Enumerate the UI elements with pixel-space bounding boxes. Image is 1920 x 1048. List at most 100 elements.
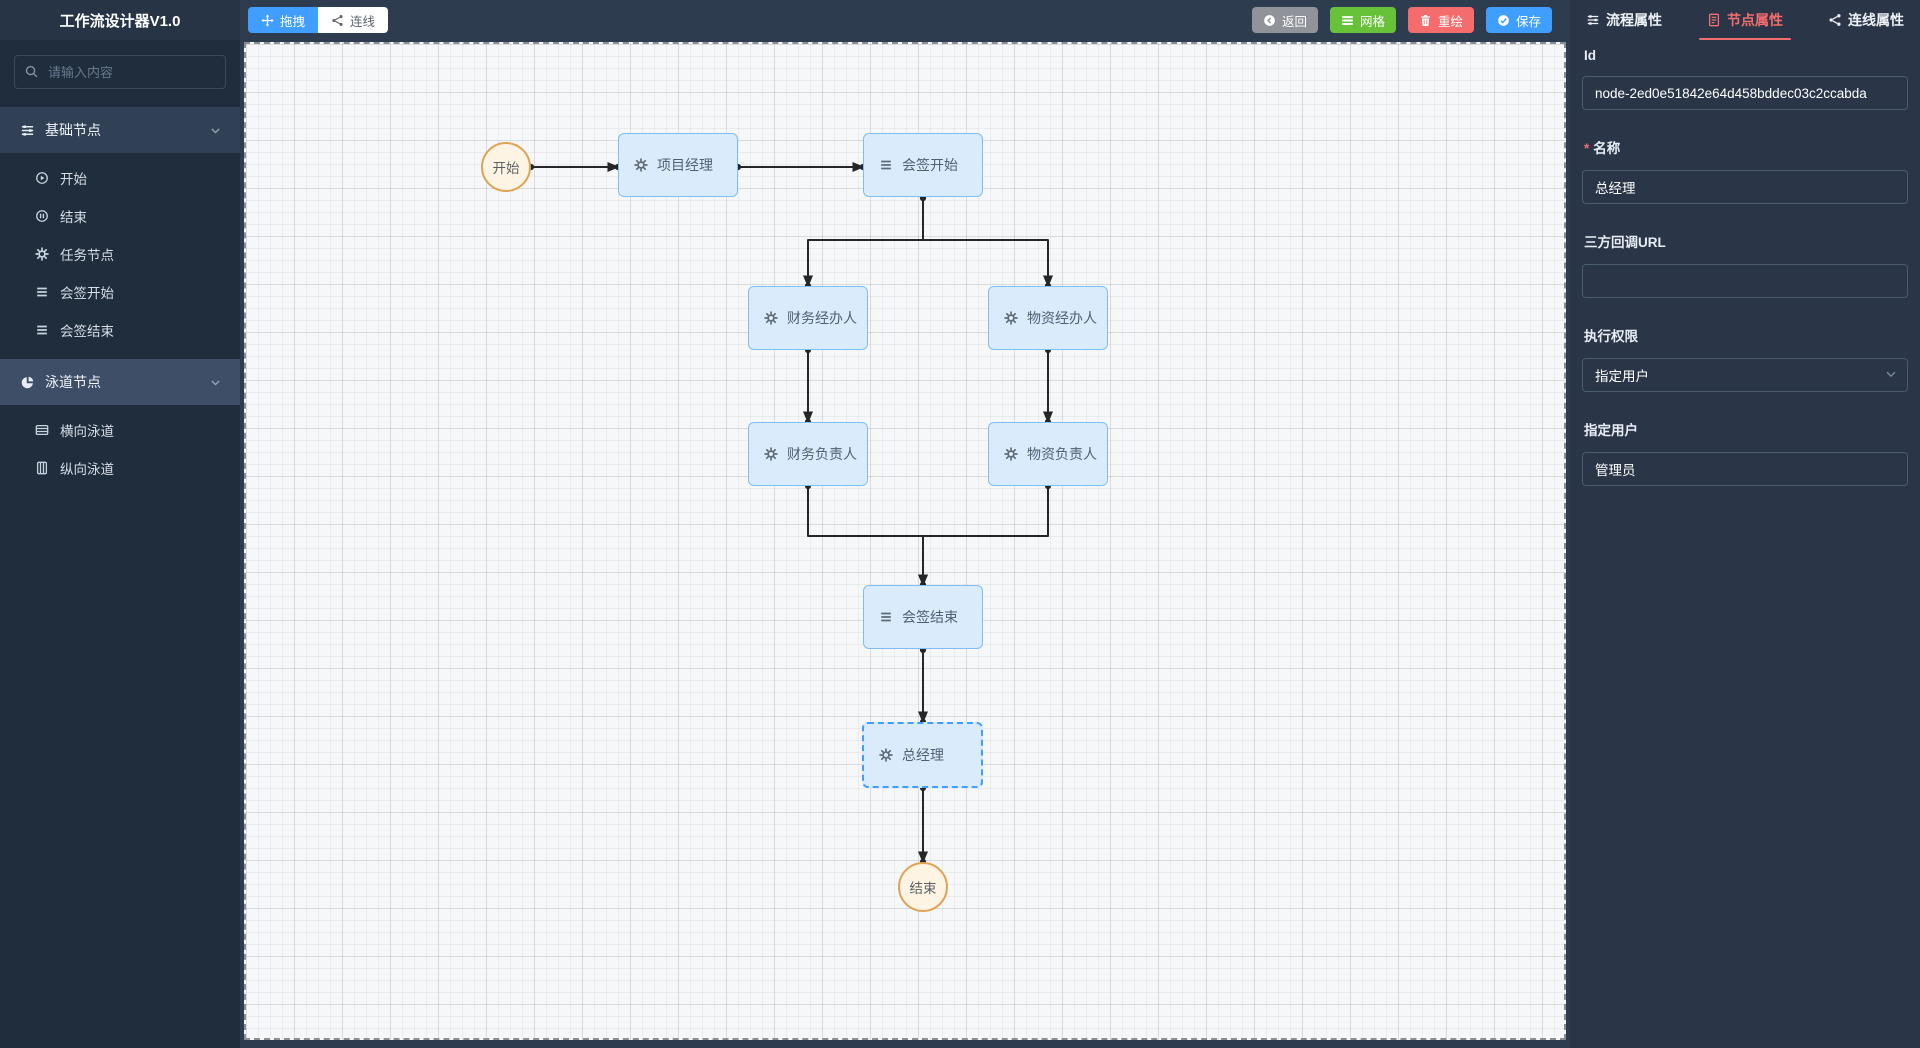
tab-label: 流程属性 <box>1606 12 1662 28</box>
sliders-icon <box>1586 13 1600 27</box>
lines-icon <box>35 323 49 337</box>
share-icon <box>331 14 344 27</box>
field-permission-input-wrap <box>1582 358 1908 392</box>
sidebar-item-sign-start[interactable]: 会签开始 <box>0 273 240 311</box>
field-name: *名称 <box>1582 137 1908 204</box>
flow-canvas[interactable]: 开始 项目经理 会签开始财务经办人 物资经办人财务负责人 物资负责人会签结束总经理结束 <box>244 42 1566 1040</box>
mode-button-label: 拖拽 <box>280 14 306 29</box>
save-button[interactable]: 保存 <box>1485 7 1552 33</box>
sidebar-item-label: 开始 <box>60 172 87 187</box>
sidebar-group-lane[interactable]: 泳道节点 <box>0 359 240 405</box>
field-id: Id <box>1582 48 1908 110</box>
sidebar-item-label: 横向泳道 <box>60 424 114 439</box>
mode-button-group: 拖拽 连线 <box>248 7 389 33</box>
gear-icon <box>634 158 648 172</box>
tab-line-properties[interactable]: 连线属性 <box>1828 0 1904 40</box>
chevron-down-icon <box>209 376 222 389</box>
flow-node-label: 物资负责人 <box>1027 446 1097 462</box>
field-assigned-user: 指定用户 <box>1582 419 1908 486</box>
drag-mode-button[interactable]: 拖拽 <box>248 7 319 33</box>
sidebar-item-label: 纵向泳道 <box>60 462 114 477</box>
grid-button[interactable]: 网格 <box>1329 7 1396 33</box>
move-icon <box>261 13 274 27</box>
field-permission: 执行权限 <box>1582 325 1908 392</box>
flow-edge[interactable] <box>922 198 1053 288</box>
field-callback-url-input[interactable] <box>1582 264 1908 298</box>
sidebar-item-sign-end[interactable]: 会签结束 <box>0 311 240 349</box>
flow-edge[interactable] <box>803 198 924 288</box>
flow-node-finance-handler[interactable]: 财务经办人 <box>748 286 868 350</box>
field-assigned-user-input-wrap <box>1582 452 1908 486</box>
action-button-group: 返回 网格 重绘 保存 <box>1251 7 1552 33</box>
main-area: 拖拽 连线 返回 网格 重绘 保存 开始 项目经理 会签开始财务经办人 物资经办人财务负责人 物… <box>240 0 1570 1048</box>
field-permission-select[interactable] <box>1582 358 1908 392</box>
flow-node-label: 财务负责人 <box>787 446 857 462</box>
pie-icon <box>20 375 35 390</box>
field-id-label: Id <box>1584 48 1596 63</box>
field-id-input[interactable] <box>1582 76 1908 110</box>
flow-edge[interactable] <box>918 486 1049 587</box>
flow-node-general-manager[interactable]: 总经理 <box>862 722 983 788</box>
search-input[interactable] <box>14 55 226 89</box>
sidebar-menu: 基础节点开始结束任务节点会签开始会签结束泳道节点横向泳道纵向泳道 <box>0 107 240 497</box>
action-button-label: 返回 <box>1281 14 1307 29</box>
tab-process-properties[interactable]: 流程属性 <box>1586 0 1662 40</box>
app-title: 工作流设计器V1.0 <box>0 0 240 40</box>
flow-edge[interactable] <box>807 486 928 587</box>
sidebar-group-label: 泳道节点 <box>45 374 101 390</box>
lines-icon <box>879 610 893 624</box>
action-button-label: 重绘 <box>1437 14 1463 29</box>
gear-icon <box>1004 311 1018 325</box>
field-assigned-user-input[interactable] <box>1582 452 1908 486</box>
sidebar-group-label: 基础节点 <box>45 122 101 138</box>
field-name-input[interactable] <box>1582 170 1908 204</box>
flow-node-project-manager[interactable]: 项目经理 <box>618 133 738 197</box>
action-button-label: 网格 <box>1359 14 1385 29</box>
sidebar-item-task[interactable]: 任务节点 <box>0 235 240 273</box>
flow-node-sign-end[interactable]: 会签结束 <box>863 585 983 649</box>
back-circle-icon <box>1263 14 1276 27</box>
sidebar-item-label: 会签结束 <box>60 324 114 339</box>
pause-circle-icon <box>35 209 49 223</box>
vlane-icon <box>35 461 49 475</box>
sidebar-item-end[interactable]: 结束 <box>0 197 240 235</box>
redraw-button[interactable]: 重绘 <box>1407 7 1474 33</box>
line-mode-button[interactable]: 连线 <box>318 7 389 33</box>
sidebar-search <box>14 55 226 89</box>
field-callback-url: 三方回调URL <box>1582 231 1908 298</box>
flow-node-sign-start[interactable]: 会签开始 <box>863 133 983 197</box>
flow-node-material-owner[interactable]: 物资负责人 <box>988 422 1108 486</box>
flow-node-label: 财务经办人 <box>787 310 857 326</box>
toolbar: 拖拽 连线 返回 网格 重绘 保存 <box>240 0 1570 40</box>
lines-icon <box>35 285 49 299</box>
gear-icon <box>764 447 778 461</box>
flow-node-start[interactable]: 开始 <box>481 142 531 192</box>
sidebar-item-h-lane[interactable]: 横向泳道 <box>0 411 240 449</box>
panel-tabs: 流程属性 节点属性连线属性 <box>1570 0 1920 40</box>
play-circle-icon <box>35 171 49 185</box>
flow-node-label: 开始 <box>492 161 520 176</box>
sidebar-item-label: 会签开始 <box>60 286 114 301</box>
flow-node-end[interactable]: 结束 <box>898 862 948 912</box>
sidebar-item-start[interactable]: 开始 <box>0 159 240 197</box>
field-callback-url-label: 三方回调URL <box>1584 235 1666 250</box>
mode-button-label: 连线 <box>350 14 376 29</box>
gear-icon <box>879 748 893 762</box>
flow-node-label: 会签开始 <box>902 157 958 173</box>
sidebar-group-basic[interactable]: 基础节点 <box>0 107 240 153</box>
flow-node-finance-owner[interactable]: 财务负责人 <box>748 422 868 486</box>
flow-node-material-handler[interactable]: 物资经办人 <box>988 286 1108 350</box>
lines-icon <box>879 158 893 172</box>
grid-icon <box>1341 14 1354 27</box>
field-name-label: *名称 <box>1584 141 1621 156</box>
required-asterisk: * <box>1584 141 1590 156</box>
tab-node-properties[interactable]: 节点属性 <box>1699 0 1791 40</box>
trash-icon <box>1419 14 1432 27</box>
action-button-label: 保存 <box>1515 14 1541 29</box>
flow-node-label: 会签结束 <box>902 609 958 625</box>
back-button[interactable]: 返回 <box>1251 7 1318 33</box>
sidebar-item-v-lane[interactable]: 纵向泳道 <box>0 449 240 487</box>
chevron-down-icon <box>209 124 222 137</box>
flow-node-label: 物资经办人 <box>1027 310 1097 326</box>
